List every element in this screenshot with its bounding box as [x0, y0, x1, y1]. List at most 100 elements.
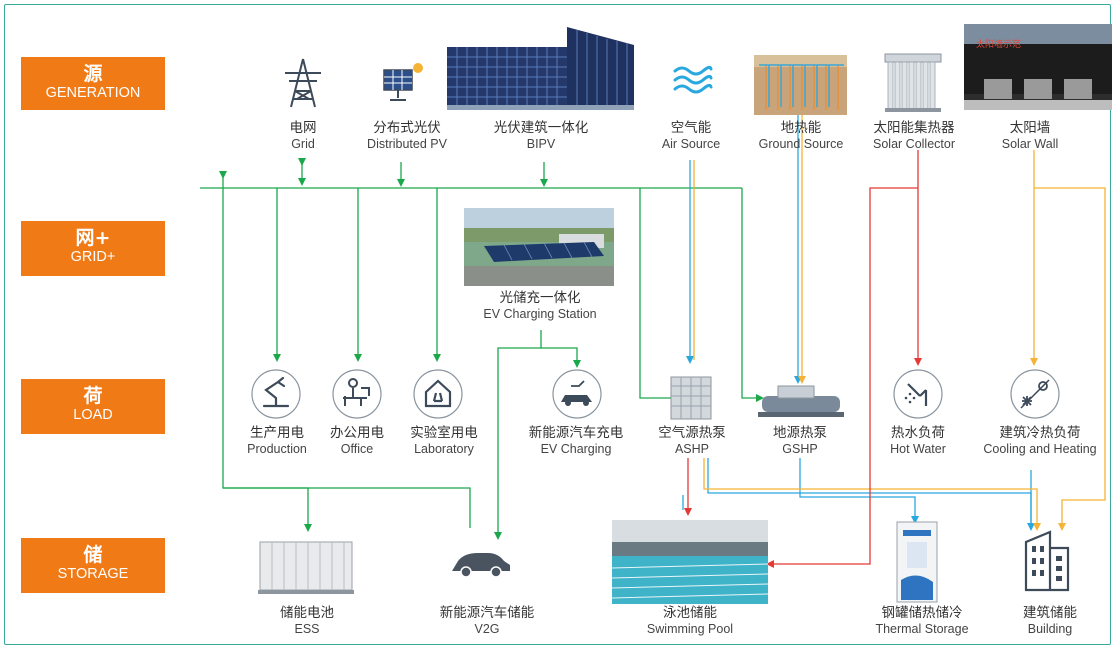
- node-label-en: Solar Collector: [873, 137, 955, 151]
- node-label-en: ASHP: [674, 442, 710, 456]
- node-label-en: GSHP: [782, 442, 818, 456]
- node-label-en: Ground Source: [758, 137, 844, 151]
- air-wave-icon: [673, 65, 713, 94]
- node-label-zh: 新能源汽车储能: [439, 605, 535, 621]
- node-label-zh: 分布式光伏: [373, 120, 441, 136]
- category-label-zh: 源: [83, 63, 103, 85]
- node-air-source: 空气能 Air Source: [662, 120, 720, 152]
- node-label-en: Cooling and Heating: [983, 442, 1097, 456]
- node-label-en: Hot Water: [890, 442, 946, 456]
- category-label-zh: 荷: [83, 385, 103, 407]
- snowflake-sun-icon: [1010, 369, 1060, 419]
- ashp-unit-icon: [670, 376, 712, 420]
- node-label-en: EV Charging Station: [483, 307, 597, 321]
- ev-station-line: [540, 330, 581, 368]
- node-ashp: 空气源热泵 ASHP: [658, 425, 726, 457]
- node-v2g: 新能源汽车储能 V2G: [440, 605, 535, 637]
- node-label-en: Production: [247, 442, 307, 456]
- solar-collector-image: [884, 53, 942, 112]
- node-label-en: Laboratory: [414, 442, 474, 456]
- transmission-tower-icon: [285, 58, 321, 108]
- node-label-zh: 地热能: [780, 120, 822, 136]
- node-label-en: Solar Wall: [1001, 137, 1059, 151]
- node-label-zh: 光储充一体化: [499, 290, 581, 306]
- gshp-unit-icon: [758, 385, 844, 417]
- node-bipv: 光伏建筑一体化 BIPV: [494, 120, 589, 152]
- node-label-zh: 空气能: [670, 120, 712, 136]
- node-label-zh: 新能源汽车充电: [528, 425, 624, 441]
- category-label-en: GENERATION: [45, 85, 141, 101]
- ess-loop-line: [219, 171, 312, 532]
- node-label-zh: 建筑冷热负荷: [999, 425, 1081, 441]
- node-label-zh: 光伏建筑一体化: [493, 120, 589, 136]
- node-label-en: Air Source: [661, 137, 721, 151]
- diagram-frame: [4, 4, 1111, 645]
- node-office: 办公用电 Office: [330, 425, 384, 457]
- solar-panel-icon: [383, 63, 423, 101]
- ev-charging-station-image: [464, 208, 614, 286]
- node-ground-source: 地热能 Ground Source: [759, 120, 844, 152]
- building-icon: [1024, 530, 1070, 592]
- gshp-power-line: [741, 188, 764, 402]
- node-label-zh: 泳池储能: [662, 605, 717, 621]
- category-generation: 源 GENERATION: [21, 57, 165, 110]
- node-label-zh: 地源热泵: [773, 425, 827, 441]
- ashp-power-line: [639, 188, 680, 402]
- node-hot-water: 热水负荷 Hot Water: [890, 425, 946, 457]
- category-load: 荷 LOAD: [21, 379, 165, 434]
- thermal-storage-tank-image: [896, 521, 938, 603]
- bipv-building-image: [447, 27, 634, 110]
- node-solar-collector: 太阳能集热器 Solar Collector: [873, 120, 955, 152]
- category-grid: 网+ GRID+: [21, 221, 165, 276]
- node-solar-wall: 太阳墙 Solar Wall: [1002, 120, 1059, 152]
- node-ev-charging-station: 光储充一体化 EV Charging Station: [483, 290, 596, 322]
- node-laboratory: 实验室用电 Laboratory: [410, 425, 478, 457]
- laboratory-icon: [413, 369, 463, 419]
- node-label-en: Thermal Storage: [875, 622, 969, 636]
- category-label-zh: 储: [83, 544, 103, 566]
- car-icon: [452, 553, 510, 578]
- solar-wall-sign-text: 太阳墙示范: [976, 38, 1021, 50]
- node-label-en: Office: [340, 442, 374, 456]
- node-label-en: EV Charging: [540, 442, 612, 456]
- node-label-zh: 生产用电: [249, 425, 304, 441]
- category-label-en: LOAD: [73, 407, 113, 423]
- node-building: 建筑储能 Building: [1023, 605, 1077, 637]
- node-label-zh: 实验室用电: [410, 425, 478, 441]
- battery-cabinet-icon: [258, 541, 354, 594]
- office-worker-icon: [332, 369, 382, 419]
- category-label-en: GRID+: [70, 249, 116, 265]
- solar-wall-building-line: [1034, 187, 1106, 531]
- category-label-en: STORAGE: [57, 566, 129, 582]
- node-label-en: Building: [1027, 622, 1073, 636]
- ev-car-charging-icon: [552, 369, 602, 419]
- gshp-cool-line: [799, 458, 919, 524]
- shower-icon: [893, 369, 943, 419]
- node-label-en: V2G: [474, 622, 500, 636]
- robot-arm-icon: [251, 369, 301, 419]
- ground-source-image: [754, 55, 847, 115]
- swimming-pool-image: [612, 520, 768, 604]
- node-gshp: 地源热泵 GSHP: [773, 425, 827, 457]
- node-label-zh: 太阳能集热器: [873, 120, 955, 136]
- node-swimming-pool: 泳池储能 Swimming Pool: [647, 605, 733, 637]
- node-label-en: Grid: [291, 137, 315, 151]
- node-label-zh: 空气源热泵: [658, 425, 726, 441]
- category-label-zh: 网+: [75, 227, 111, 249]
- collector-pool-line: [766, 187, 918, 568]
- node-label-zh: 热水负荷: [891, 425, 945, 441]
- node-label-zh: 太阳墙: [1009, 120, 1051, 136]
- node-cooling-heating: 建筑冷热负荷 Cooling and Heating: [983, 425, 1096, 457]
- node-label-zh: 办公用电: [330, 425, 384, 441]
- node-label-en: Distributed PV: [367, 137, 447, 151]
- node-label-zh: 电网: [289, 120, 317, 136]
- node-label-zh: 建筑储能: [1023, 605, 1077, 621]
- v2g-charge-line: [494, 347, 541, 540]
- node-production: 生产用电 Production: [247, 425, 307, 457]
- node-label-en: Swimming Pool: [646, 622, 734, 636]
- node-grid: 电网 Grid: [290, 120, 317, 152]
- node-label-zh: 钢罐储热储冷: [881, 605, 963, 621]
- v2g-loop-line: [223, 487, 471, 528]
- category-storage: 储 STORAGE: [21, 538, 165, 593]
- solar-wall-image: 太阳墙示范: [964, 24, 1112, 110]
